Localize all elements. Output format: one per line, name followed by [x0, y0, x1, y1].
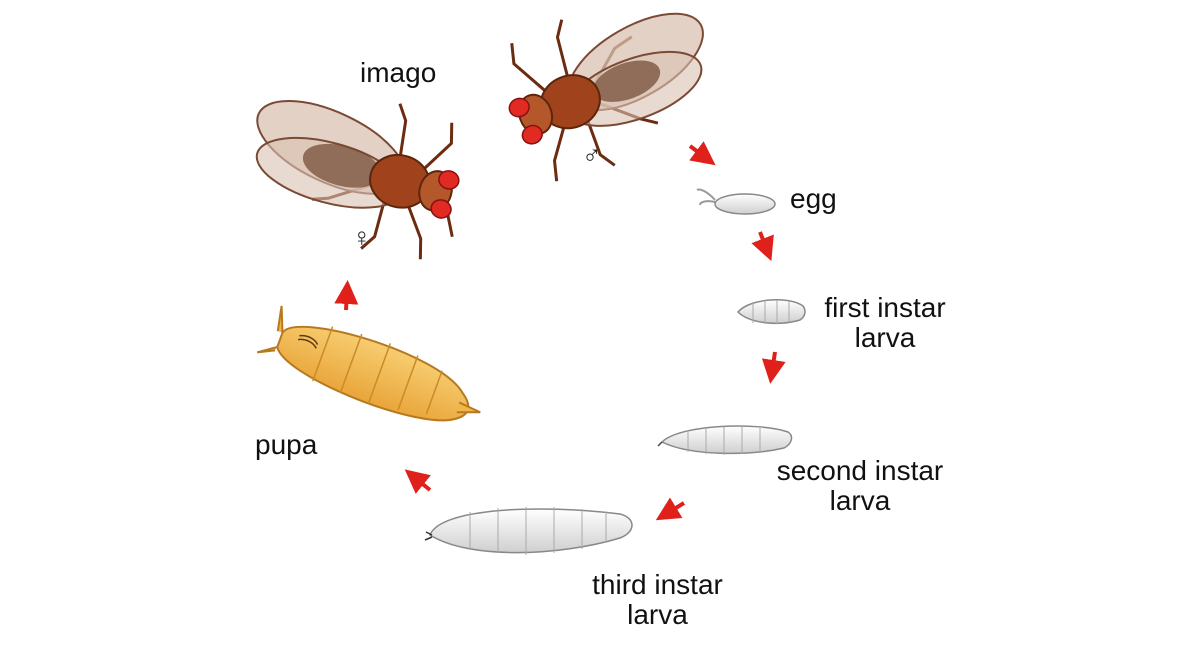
cycle-arrows	[334, 141, 786, 521]
arrow-second-to-third-instar	[655, 497, 686, 521]
male-symbol: ♂	[582, 140, 602, 170]
egg-illustration	[696, 188, 776, 215]
arrow-first-to-second-instar	[761, 351, 786, 384]
label-third-instar-line2: larva	[627, 599, 688, 630]
label-second-instar-line1: second instar	[776, 455, 944, 486]
male-fly-illustration	[508, 12, 704, 182]
label-third-instar-larva: third instar larva	[575, 570, 740, 630]
label-first-instar-line1: first instar	[824, 292, 946, 323]
label-egg: egg	[790, 183, 837, 214]
arrow-pupa-to-imago	[334, 280, 359, 311]
female-symbol: ♀	[352, 222, 372, 252]
label-first-instar-larva: first instar larva	[810, 293, 960, 353]
label-pupa: pupa	[255, 429, 318, 460]
arrow-imago-to-egg	[688, 141, 716, 166]
arrow-third-instar-to-pupa	[404, 469, 432, 494]
female-fly-illustration	[255, 100, 460, 260]
second-instar-larva-illustration	[657, 425, 793, 455]
label-first-instar-line2: larva	[854, 322, 916, 353]
label-second-instar-line2: larva	[829, 485, 891, 516]
arrow-egg-to-first-instar	[751, 231, 774, 262]
label-third-instar-line1: third instar	[592, 569, 723, 600]
label-imago: imago	[360, 57, 437, 88]
label-second-instar-larva: second instar larva	[760, 456, 960, 516]
third-instar-larva-illustration	[424, 507, 633, 555]
first-instar-larva-illustration	[736, 299, 806, 325]
pupa-illustration	[256, 305, 481, 422]
